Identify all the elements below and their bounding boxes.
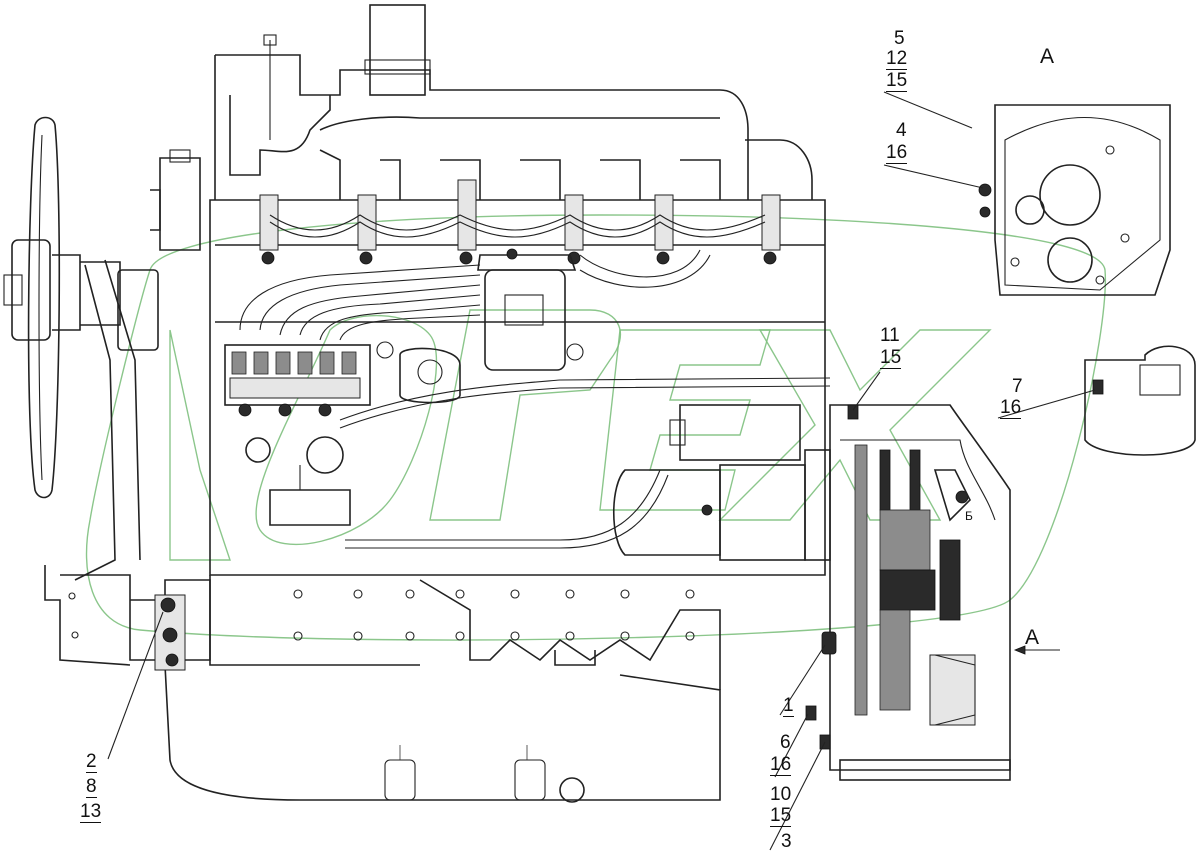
callout-16c: 16 <box>770 754 792 776</box>
callout-15: 15 <box>886 70 908 92</box>
callout-15c: 15 <box>770 805 792 827</box>
callout-8: 8 <box>86 776 97 798</box>
callout-4: 4 <box>896 120 907 141</box>
callout-12: 12 <box>886 48 908 70</box>
cylinder-head <box>214 4 813 200</box>
injectors <box>259 179 781 265</box>
view-a-title: A <box>1040 45 1055 68</box>
fuel-lines <box>239 214 831 549</box>
callout-10: 10 <box>770 784 792 805</box>
callout-1: 1 <box>783 695 794 717</box>
block-bolts <box>293 589 695 641</box>
callout-3: 3 <box>781 831 792 852</box>
watermark <box>85 214 1107 641</box>
front-cover <box>44 149 211 666</box>
callout-16b: 16 <box>1000 397 1022 419</box>
injection-pump <box>224 341 584 526</box>
fan <box>3 116 121 499</box>
fuel-filter <box>477 248 577 371</box>
engine-mount <box>154 594 186 671</box>
callout-13: 13 <box>80 801 102 823</box>
starter <box>612 404 831 561</box>
view-a-arrow-label: A <box>1025 626 1040 649</box>
callout-7: 7 <box>1012 376 1023 397</box>
detail-letter: Б <box>965 509 973 523</box>
callout-15b: 15 <box>880 347 902 369</box>
callout-2: 2 <box>86 751 97 773</box>
callout-16: 16 <box>886 142 908 164</box>
clutch-housing: Б <box>805 404 1011 781</box>
callout-5: 5 <box>894 28 905 49</box>
callout-6: 6 <box>780 732 791 753</box>
view-a <box>978 104 1171 296</box>
leader-lines <box>107 91 1096 851</box>
engine-block <box>164 199 826 803</box>
callout-11: 11 <box>880 325 900 346</box>
oil-tank-view <box>1084 345 1196 456</box>
